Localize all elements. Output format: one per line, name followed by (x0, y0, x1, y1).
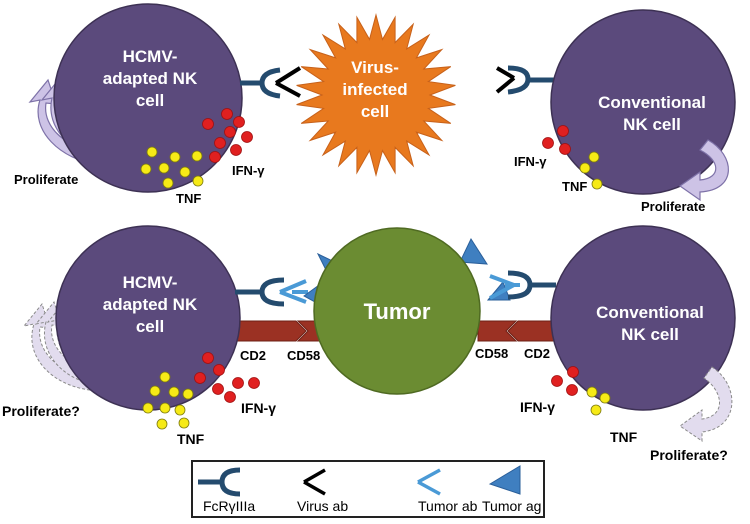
legend: FcRγIIIa Virus ab Tumor ab Tumor ag (191, 460, 545, 518)
top-left-cell-label-3: cell (136, 91, 164, 110)
bottom-left-tnf-dots (142, 371, 194, 430)
top-left-fcr-receptor-icon (240, 67, 281, 99)
bottom-left-cell-label-1: HCMV- (123, 273, 178, 292)
bottom-left-fcr-receptor-icon (235, 277, 285, 307)
virus-antibody-icon (303, 468, 326, 496)
bottom-right-proliferate-arrow-icon (679, 366, 733, 442)
virus-cell-label-2: infected (342, 80, 407, 99)
top-left-virus-antibody-icon (274, 66, 302, 98)
tumor-antibody-icon (417, 468, 441, 496)
top-conventional-nk-cell (550, 9, 736, 195)
fcrgamma-receptor-icon (198, 467, 241, 497)
top-right-proliferate-label: Proliferate (641, 199, 705, 214)
legend-label-fcr: FcRγIIIa (203, 498, 255, 514)
bottom-right-tumor-antibody-icon (489, 274, 520, 300)
tumor-cell (313, 227, 481, 395)
top-left-ifn-label: IFN-γ (232, 163, 265, 178)
virus-cell-label-3: cell (361, 102, 389, 121)
top-right-fcr-receptor-icon (507, 65, 556, 95)
top-right-tnf-label: TNF (562, 179, 587, 194)
legend-label-tumor-ag: Tumor ag (482, 498, 541, 514)
bottom-left-tumor-antibody-icon (279, 279, 308, 304)
bottom-right-cd2-label: CD2 (524, 346, 550, 361)
virus-cell-label-1: Virus- (351, 58, 399, 77)
top-right-ifn-label: IFN-γ (514, 154, 547, 169)
top-left-cell-label-1: HCMV- (123, 47, 178, 66)
top-right-tnf-dots (579, 151, 603, 190)
tumor-antigen-icon (488, 465, 521, 495)
bottom-left-ifn-dots (194, 352, 260, 403)
top-left-ifn-dots (202, 108, 253, 163)
top-right-cell-label-1: Conventional (598, 93, 706, 112)
bottom-right-ifn-dots (551, 366, 579, 396)
top-right-proliferate-arrow-icon (678, 139, 729, 202)
bottom-left-cell-label-2: adapted NK (103, 295, 198, 314)
top-hcmv-adapted-nk-cell (53, 3, 243, 193)
top-left-tnf-dots (140, 146, 204, 189)
top-left-proliferate-label: Proliferate (14, 172, 78, 187)
legend-label-tumor-ab: Tumor ab (418, 498, 478, 514)
tumor-label: Tumor (364, 299, 431, 324)
bottom-left-cd58-label: CD58 (287, 348, 320, 363)
bottom-left-cd2-label: CD2 (240, 348, 266, 363)
virus-infected-cell (296, 13, 456, 177)
bottom-left-tnf-label: TNF (177, 431, 205, 447)
bottom-right-tnf-label: TNF (610, 429, 638, 445)
top-right-cell-label-2: NK cell (623, 115, 681, 134)
top-left-cell-label-2: adapted NK (103, 69, 198, 88)
bottom-left-ifn-label: IFN-γ (241, 400, 276, 416)
legend-label-virus-ab: Virus ab (297, 498, 348, 514)
bottom-right-tnf-dots (586, 386, 611, 416)
bottom-right-cd58-label: CD58 (475, 346, 508, 361)
top-right-virus-antibody-icon (495, 66, 516, 94)
bottom-right-cell-label-2: NK cell (621, 325, 679, 344)
bottom-right-ifn-label: IFN-γ (520, 399, 555, 415)
bottom-right-proliferate-label: Proliferate? (650, 447, 728, 463)
bottom-right-fcr-receptor-icon (507, 270, 556, 300)
top-right-ifn-dots (542, 125, 571, 155)
bottom-left-cell-label-3: cell (136, 317, 164, 336)
bottom-left-proliferate-label: Proliferate? (2, 403, 80, 419)
legend-box (191, 460, 545, 518)
bottom-right-cd2-cd58-bar (477, 320, 563, 342)
bottom-right-cell-label-1: Conventional (596, 303, 704, 322)
bottom-conventional-nk-cell (550, 225, 736, 411)
top-left-tnf-label: TNF (176, 191, 201, 206)
